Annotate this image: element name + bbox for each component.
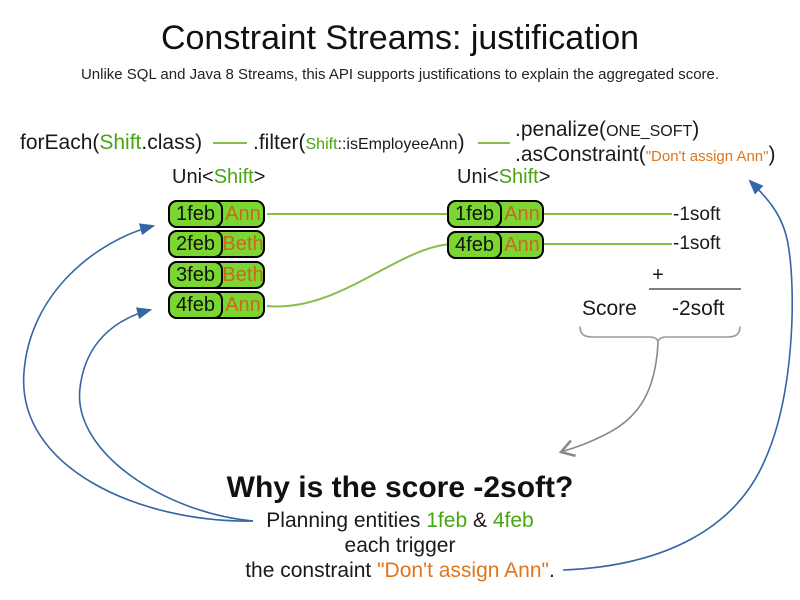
left-stream-label-pre: Uni< xyxy=(172,166,214,188)
shift-date: 2feb xyxy=(168,230,223,258)
page-subtitle: Unlike SQL and Java 8 Streams, this API … xyxy=(80,66,720,83)
code-asconstraint-arg: "Don't assign Ann" xyxy=(645,148,769,165)
blue-arrow-to-4feb xyxy=(78,307,254,522)
code-filter-post: ) xyxy=(457,131,465,154)
left-stream-label-post: > xyxy=(253,166,266,188)
shift-employee: Beth xyxy=(222,263,264,286)
shift-row-1feb-left: 1feb Ann xyxy=(168,200,265,228)
score-total: -2soft xyxy=(672,297,725,320)
code-asconstraint: .asConstraint("Don't assign Ann") xyxy=(515,143,776,166)
blue-arrow-to-asconstraint xyxy=(562,179,794,571)
code-foreach-type: Shift xyxy=(99,131,142,154)
right-stream-label: Uni<Shift> xyxy=(457,166,550,189)
explanation-line3: the constraint "Don't assign Ann". xyxy=(0,559,800,582)
green-connector-4feb-match xyxy=(266,243,672,308)
shift-date: 3feb xyxy=(168,261,223,289)
blue-arrow-to-1feb xyxy=(23,223,254,522)
shift-employee: Ann xyxy=(225,202,261,225)
shift-row-4feb-right: 4feb Ann xyxy=(447,231,544,259)
penalty-4feb: -1soft xyxy=(673,233,721,254)
explanation-line1-pre: Planning entities xyxy=(266,509,427,532)
explanation-line1-amp: & xyxy=(467,509,493,532)
right-stream-label-pre: Uni< xyxy=(457,166,499,188)
page-title: Constraint Streams: justification xyxy=(160,19,640,57)
shift-employee: Ann xyxy=(504,202,540,225)
score-label: Score xyxy=(582,297,637,320)
penalty-1feb: -1soft xyxy=(673,204,721,225)
code-asconstraint-post: ) xyxy=(768,143,776,166)
gray-arrow-score-to-why xyxy=(558,342,659,458)
right-stream-label-type: Shift xyxy=(498,166,539,188)
code-penalize: .penalize(ONE_SOFT) xyxy=(515,118,700,141)
left-stream-label: Uni<Shift> xyxy=(172,166,265,189)
code-penalize-post: ) xyxy=(692,118,700,141)
code-foreach-pre: forEach( xyxy=(20,131,100,154)
explanation-entity-1feb: 1feb xyxy=(426,509,468,532)
left-stream-label-type: Shift xyxy=(213,166,254,188)
shift-row-3feb-left: 3feb Beth xyxy=(168,261,265,289)
shift-date: 1feb xyxy=(447,200,502,228)
shift-date: 4feb xyxy=(168,291,223,319)
code-penalize-pre: .penalize( xyxy=(515,118,607,141)
why-heading: Why is the score -2soft? xyxy=(226,471,574,504)
explanation-line3-post: . xyxy=(548,559,555,582)
code-filter: .filter(Shift::isEmployeeAnn) xyxy=(253,131,465,154)
code-filter-pre: .filter( xyxy=(253,131,306,154)
code-foreach-post: .class) xyxy=(141,131,203,154)
right-stream-label-post: > xyxy=(538,166,551,188)
explanation-line1: Planning entities 1feb & 4feb xyxy=(0,509,800,532)
shift-employee: Ann xyxy=(504,233,540,256)
explanation-line3-pre: the constraint xyxy=(245,559,378,582)
code-penalize-arg: ONE_SOFT xyxy=(606,123,693,140)
code-filter-type: Shift xyxy=(305,136,338,153)
explanation-line2: each trigger xyxy=(344,534,456,557)
explanation-entity-4feb: 4feb xyxy=(492,509,534,532)
code-foreach: forEach(Shift.class) xyxy=(20,131,203,154)
code-asconstraint-pre: .asConstraint( xyxy=(515,143,646,166)
shift-row-1feb-right: 1feb Ann xyxy=(447,200,544,228)
shift-date: 1feb xyxy=(168,200,223,228)
shift-employee: Beth xyxy=(222,232,264,255)
explanation-constraint-name: "Don't assign Ann" xyxy=(377,559,549,582)
shift-row-2feb-left: 2feb Beth xyxy=(168,230,265,258)
shift-employee: Ann xyxy=(225,293,261,316)
code-filter-method: ::isEmployeeAnn xyxy=(337,136,458,153)
score-brace xyxy=(579,326,741,344)
plus-sign: + xyxy=(652,264,664,286)
shift-date: 4feb xyxy=(447,231,502,259)
shift-row-4feb-left: 4feb Ann xyxy=(168,291,265,319)
